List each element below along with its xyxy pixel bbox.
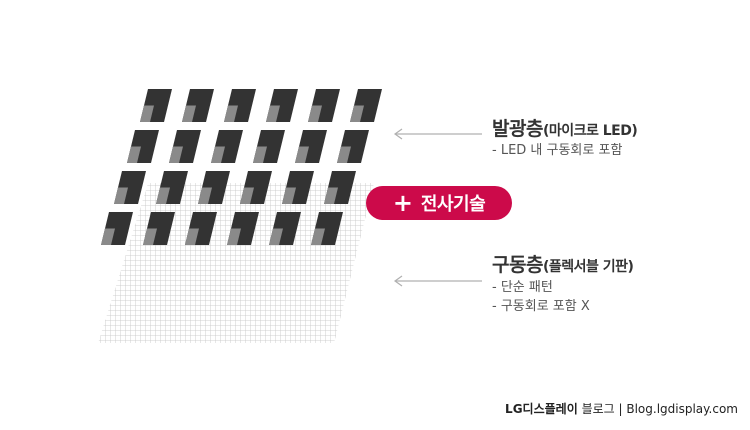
- micro-led-chip: [101, 212, 133, 245]
- micro-led-facet: [227, 228, 241, 245]
- micro-led-chip: [282, 171, 314, 204]
- micro-led-array: [101, 89, 382, 245]
- micro-led-chip: [185, 212, 217, 245]
- micro-led-chip: [308, 89, 340, 122]
- micro-led-facet: [240, 187, 254, 204]
- micro-led-chip: [311, 212, 343, 245]
- driving-layer-name: 구동층: [492, 254, 543, 276]
- micro-led-facet: [266, 105, 280, 122]
- flexible-substrate: [98, 183, 374, 343]
- micro-led-chip: [143, 212, 175, 245]
- footer-brand: LG디스플레이: [505, 402, 578, 416]
- micro-led-chip: [156, 171, 188, 204]
- micro-led-facet: [114, 187, 128, 204]
- micro-led-chip: [198, 171, 230, 204]
- arrow-driving-head: [393, 275, 403, 287]
- micro-led-chip: [266, 89, 298, 122]
- micro-led-facet: [295, 146, 309, 163]
- micro-led-facet: [282, 187, 296, 204]
- micro-led-chip: [211, 130, 243, 163]
- micro-led-chip: [240, 171, 272, 204]
- micro-led-facet: [311, 228, 325, 245]
- micro-led-chip: [337, 130, 369, 163]
- micro-led-facet: [324, 187, 338, 204]
- micro-led-chip: [295, 130, 327, 163]
- micro-led-facet: [253, 146, 267, 163]
- micro-led-facet: [182, 105, 196, 122]
- micro-led-facet: [169, 146, 183, 163]
- micro-led-chip: [169, 130, 201, 163]
- emitting-layer-subtitle: (마이크로 LED): [542, 123, 638, 139]
- transfer-technology-badge: + 전사기술: [366, 186, 512, 220]
- micro-led-chip: [253, 130, 285, 163]
- micro-led-facet: [101, 228, 115, 245]
- plus-icon: +: [392, 189, 413, 217]
- micro-led-facet: [185, 228, 199, 245]
- footer-blog: 블로그 | Blog.lgdisplay.com: [577, 402, 738, 416]
- micro-led-facet: [156, 187, 170, 204]
- micro-led-chip: [324, 171, 356, 204]
- micro-led-chip: [269, 212, 301, 245]
- footer-credit: LG디스플레이 블로그 | Blog.lgdisplay.com: [505, 400, 738, 417]
- micro-led-chip: [224, 89, 256, 122]
- driving-layer-title: 구동층(플렉서블 기판): [492, 250, 634, 277]
- micro-led-chip: [182, 89, 214, 122]
- micro-led-chip: [227, 212, 259, 245]
- micro-led-facet: [224, 105, 238, 122]
- micro-led-facet: [308, 105, 322, 122]
- micro-led-facet: [350, 105, 364, 122]
- micro-led-facet: [211, 146, 225, 163]
- micro-led-facet: [143, 228, 157, 245]
- micro-led-facet: [198, 187, 212, 204]
- micro-led-chip: [140, 89, 172, 122]
- micro-led-facet: [269, 228, 283, 245]
- emitting-layer-line-1: - LED 내 구동회로 포함: [492, 143, 623, 158]
- micro-led-chip: [127, 130, 159, 163]
- micro-led-chip: [350, 89, 382, 122]
- driving-layer-subtitle: (플렉서블 기판): [542, 259, 634, 275]
- micro-led-facet: [127, 146, 141, 163]
- emitting-layer-name: 발광층: [492, 118, 543, 140]
- micro-led-facet: [140, 105, 154, 122]
- emitting-layer-title: 발광층(마이크로 LED): [492, 114, 638, 141]
- driving-layer-line-1: - 단순 패턴: [492, 280, 553, 295]
- micro-led-chip: [114, 171, 146, 204]
- driving-layer-line-2: - 구동회로 포함 X: [492, 299, 590, 314]
- badge-label: 전사기술: [420, 194, 486, 215]
- micro-led-facet: [337, 146, 351, 163]
- arrow-emitting-head: [393, 128, 403, 140]
